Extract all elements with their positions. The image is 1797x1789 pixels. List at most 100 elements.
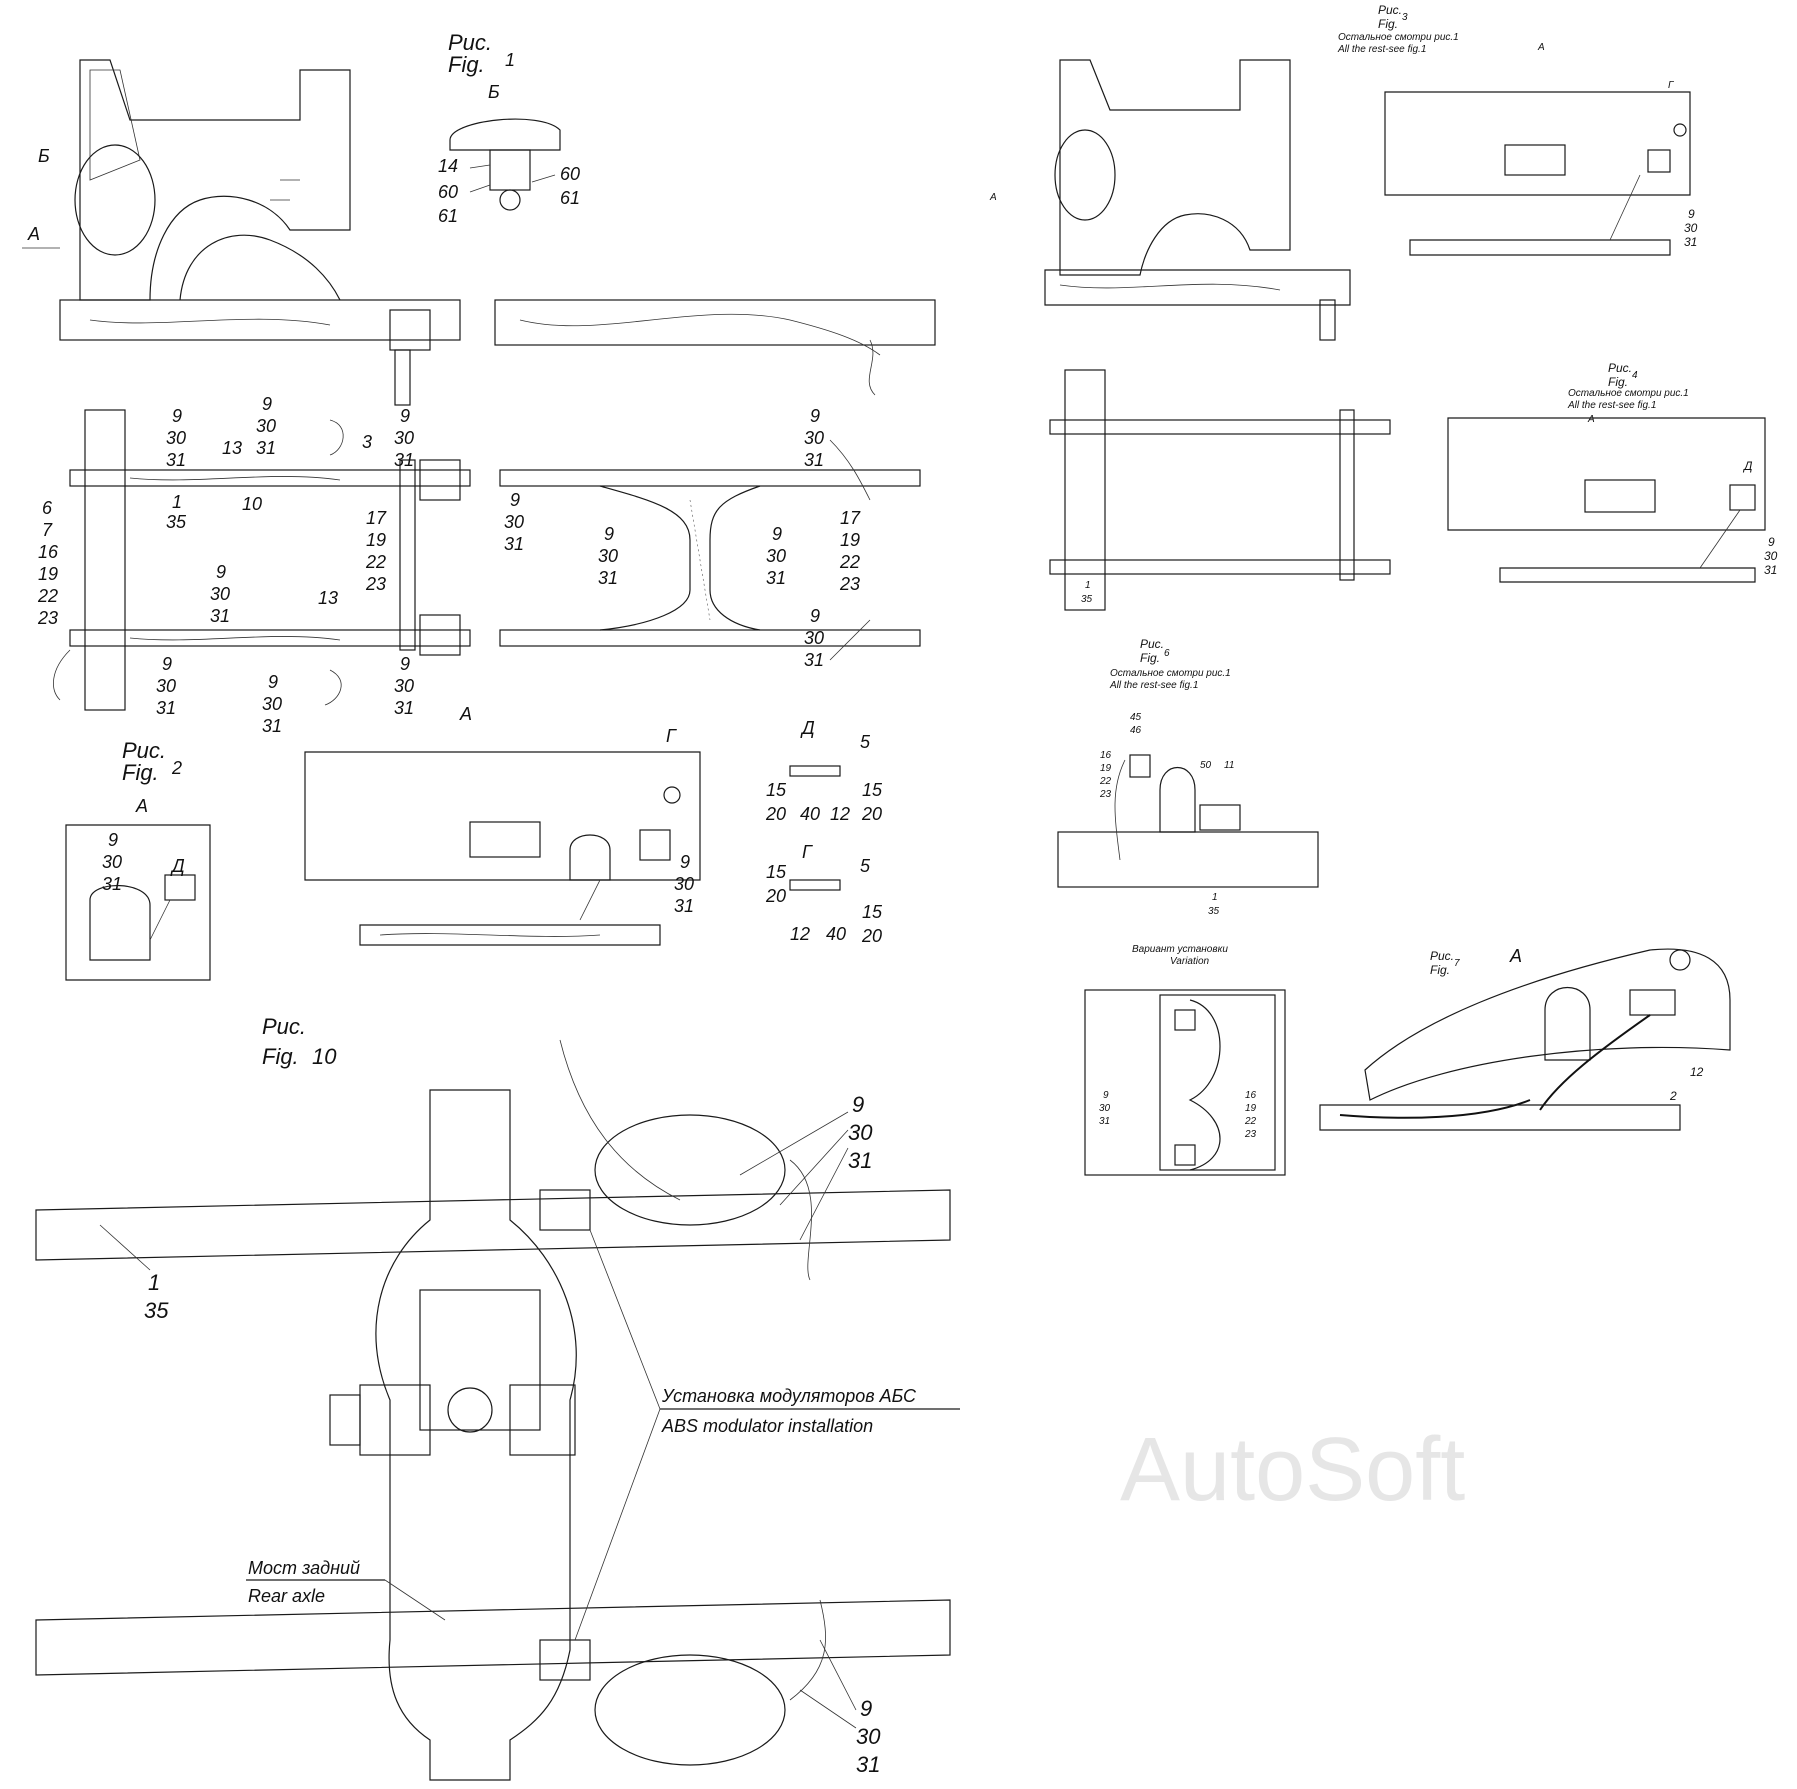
callout-9-br: 9 xyxy=(400,654,410,674)
callout-6: 6 xyxy=(42,498,53,518)
callout-31-r: 31 xyxy=(394,450,414,470)
fig6-number: 6 xyxy=(1164,648,1170,659)
callout-7: 7 xyxy=(42,520,53,540)
fig4-number: 4 xyxy=(1632,370,1638,381)
callout-31-fig10-top: 31 xyxy=(848,1148,872,1173)
fig10-label-ru: Рис. xyxy=(262,1014,306,1039)
callout-23-m: 23 xyxy=(365,574,386,594)
callout-9-r: 9 xyxy=(400,406,410,426)
callout-60-right: 60 xyxy=(560,164,580,184)
callout-19: 19 xyxy=(38,564,58,584)
fig10-number: 10 xyxy=(312,1044,337,1069)
rear-axle-label-en: Rear axle xyxy=(248,1586,325,1606)
callout-10: 10 xyxy=(242,494,262,514)
callout-23-rr: 23 xyxy=(839,574,860,594)
fig7-label-en: Fig. xyxy=(1430,963,1450,977)
fig6-label-en: Fig. xyxy=(1140,651,1160,665)
abs-label-ru: Установка модуляторов АБС xyxy=(661,1386,917,1406)
callout-1-fig6: 1 xyxy=(1212,892,1218,903)
fig10-leaders: Установка модуляторов АБС ABS modulator … xyxy=(246,1229,960,1641)
view-a-label-fig1: А xyxy=(459,704,472,724)
fig2-title: Рис. Fig. 2 А xyxy=(122,738,182,816)
view-marker-b: Б xyxy=(38,146,50,166)
callout-9-rr: 9 xyxy=(810,406,820,426)
callout-31-var: 31 xyxy=(1099,1116,1110,1127)
fig3-cab-side-view xyxy=(1044,59,1351,341)
callout-19-var: 19 xyxy=(1245,1103,1257,1114)
callout-30-bl: 30 xyxy=(156,676,176,696)
callout-20-g-l: 20 xyxy=(765,886,786,906)
fig1-title: Рис. Fig. 1 Б xyxy=(448,30,515,102)
fig7-view-label: А xyxy=(1509,946,1522,966)
fig1-label-ru: Рис. xyxy=(448,30,492,55)
callout-19-m: 19 xyxy=(366,530,386,550)
callout-30-bb: 30 xyxy=(262,694,282,714)
callout-9-fig10-bottom: 9 xyxy=(860,1696,872,1721)
callout-9-fig2l: 9 xyxy=(680,852,690,872)
callout-30-fig2: 30 xyxy=(102,852,122,872)
callout-9-var: 9 xyxy=(1103,1090,1109,1101)
fig6-note-en: All the rest-see fig.1 xyxy=(1109,680,1198,691)
fig1-callouts: 9 30 31 1 35 6 7 16 19 22 23 10 9 30 31 … xyxy=(37,394,861,736)
view-g-marker: Г xyxy=(666,726,677,746)
callout-30-r: 30 xyxy=(394,428,414,448)
fig1-number: 1 xyxy=(505,50,515,70)
fig2-view-a-small: 9 30 31 Д xyxy=(65,824,211,981)
callout-15-g-r: 15 xyxy=(862,902,883,922)
callout-9-fig3: 9 xyxy=(1688,207,1695,221)
callout-23: 23 xyxy=(37,608,58,628)
callout-20-d-l: 20 xyxy=(765,804,786,824)
fig2-view-label: А xyxy=(135,796,148,816)
fig6-detail: 45 46 50 11 16 19 22 23 1 35 xyxy=(1057,712,1319,917)
callout-30-top: 30 xyxy=(256,416,276,436)
callout-5-g: 5 xyxy=(860,856,871,876)
callout-9-low: 9 xyxy=(216,562,226,582)
variation-label-en: Variation xyxy=(1170,956,1210,967)
fig3-view-a-marker: А xyxy=(989,192,997,203)
fig2-detail-d-g: Д 5 15 20 40 12 15 20 Г 5 15 20 12 40 15… xyxy=(765,718,883,946)
fig3-view-g-marker: Г xyxy=(1668,80,1675,91)
callout-40-d: 40 xyxy=(800,804,820,824)
callout-9-bb: 9 xyxy=(268,672,278,692)
fig7-label-ru: Рис. xyxy=(1430,949,1454,963)
fig2-label-ru: Рис. xyxy=(122,738,166,763)
callout-31: 31 xyxy=(166,450,186,470)
callout-50-fig6: 50 xyxy=(1200,760,1212,771)
fig3-number: 3 xyxy=(1402,12,1408,23)
fig4-title: Рис. Fig. 4 Остальное смотри рис.1 All t… xyxy=(1567,361,1689,425)
callout-30-fig2l: 30 xyxy=(674,874,694,894)
rear-axle-label-ru: Мост задний xyxy=(248,1558,360,1578)
callout-15-d-r: 15 xyxy=(862,780,883,800)
callout-9-fig10-top: 9 xyxy=(852,1092,864,1117)
callout-61-left: 61 xyxy=(438,206,458,226)
callout-31-bl: 31 xyxy=(156,698,176,718)
callout-40-g: 40 xyxy=(826,924,846,944)
callout-17: 17 xyxy=(366,508,387,528)
fig1-view-markers: Б А xyxy=(22,146,60,249)
fig4-view-label: А xyxy=(1587,414,1595,425)
callout-1-fig3: 1 xyxy=(1085,580,1091,591)
callout-9-rl: 9 xyxy=(510,490,520,510)
fig4-label-en: Fig. xyxy=(1608,375,1628,389)
variation-detail: Вариант установки Variation 9 30 31 16 1… xyxy=(1084,944,1286,1176)
fig10-rear-axle-assembly: 9 30 31 1 35 9 30 31 xyxy=(35,1039,951,1781)
callout-22-m: 22 xyxy=(365,552,386,572)
callout-31-rm2: 31 xyxy=(766,568,786,588)
callout-30: 30 xyxy=(166,428,186,448)
callout-5-d: 5 xyxy=(860,732,871,752)
callout-9-rb: 9 xyxy=(810,606,820,626)
callout-31-fig4: 31 xyxy=(1764,563,1777,577)
fig3-view-a-detail: Г 9 30 31 А xyxy=(989,80,1698,256)
callout-22: 22 xyxy=(37,586,58,606)
fig4-note-ru: Остальное смотри рис.1 xyxy=(1568,388,1689,399)
fig10-label-en: Fig. xyxy=(262,1044,299,1069)
fig6-label-ru: Рис. xyxy=(1140,637,1164,651)
fig3-view-label: А xyxy=(1537,42,1545,53)
callout-13-top: 13 xyxy=(222,438,242,458)
callout-30-br: 30 xyxy=(394,676,414,696)
callout-9-fig4: 9 xyxy=(1768,535,1775,549)
callout-22-var: 22 xyxy=(1244,1116,1257,1127)
callout-9-fig2: 9 xyxy=(108,830,118,850)
callout-12-d: 12 xyxy=(830,804,850,824)
callout-30-rm: 30 xyxy=(598,546,618,566)
